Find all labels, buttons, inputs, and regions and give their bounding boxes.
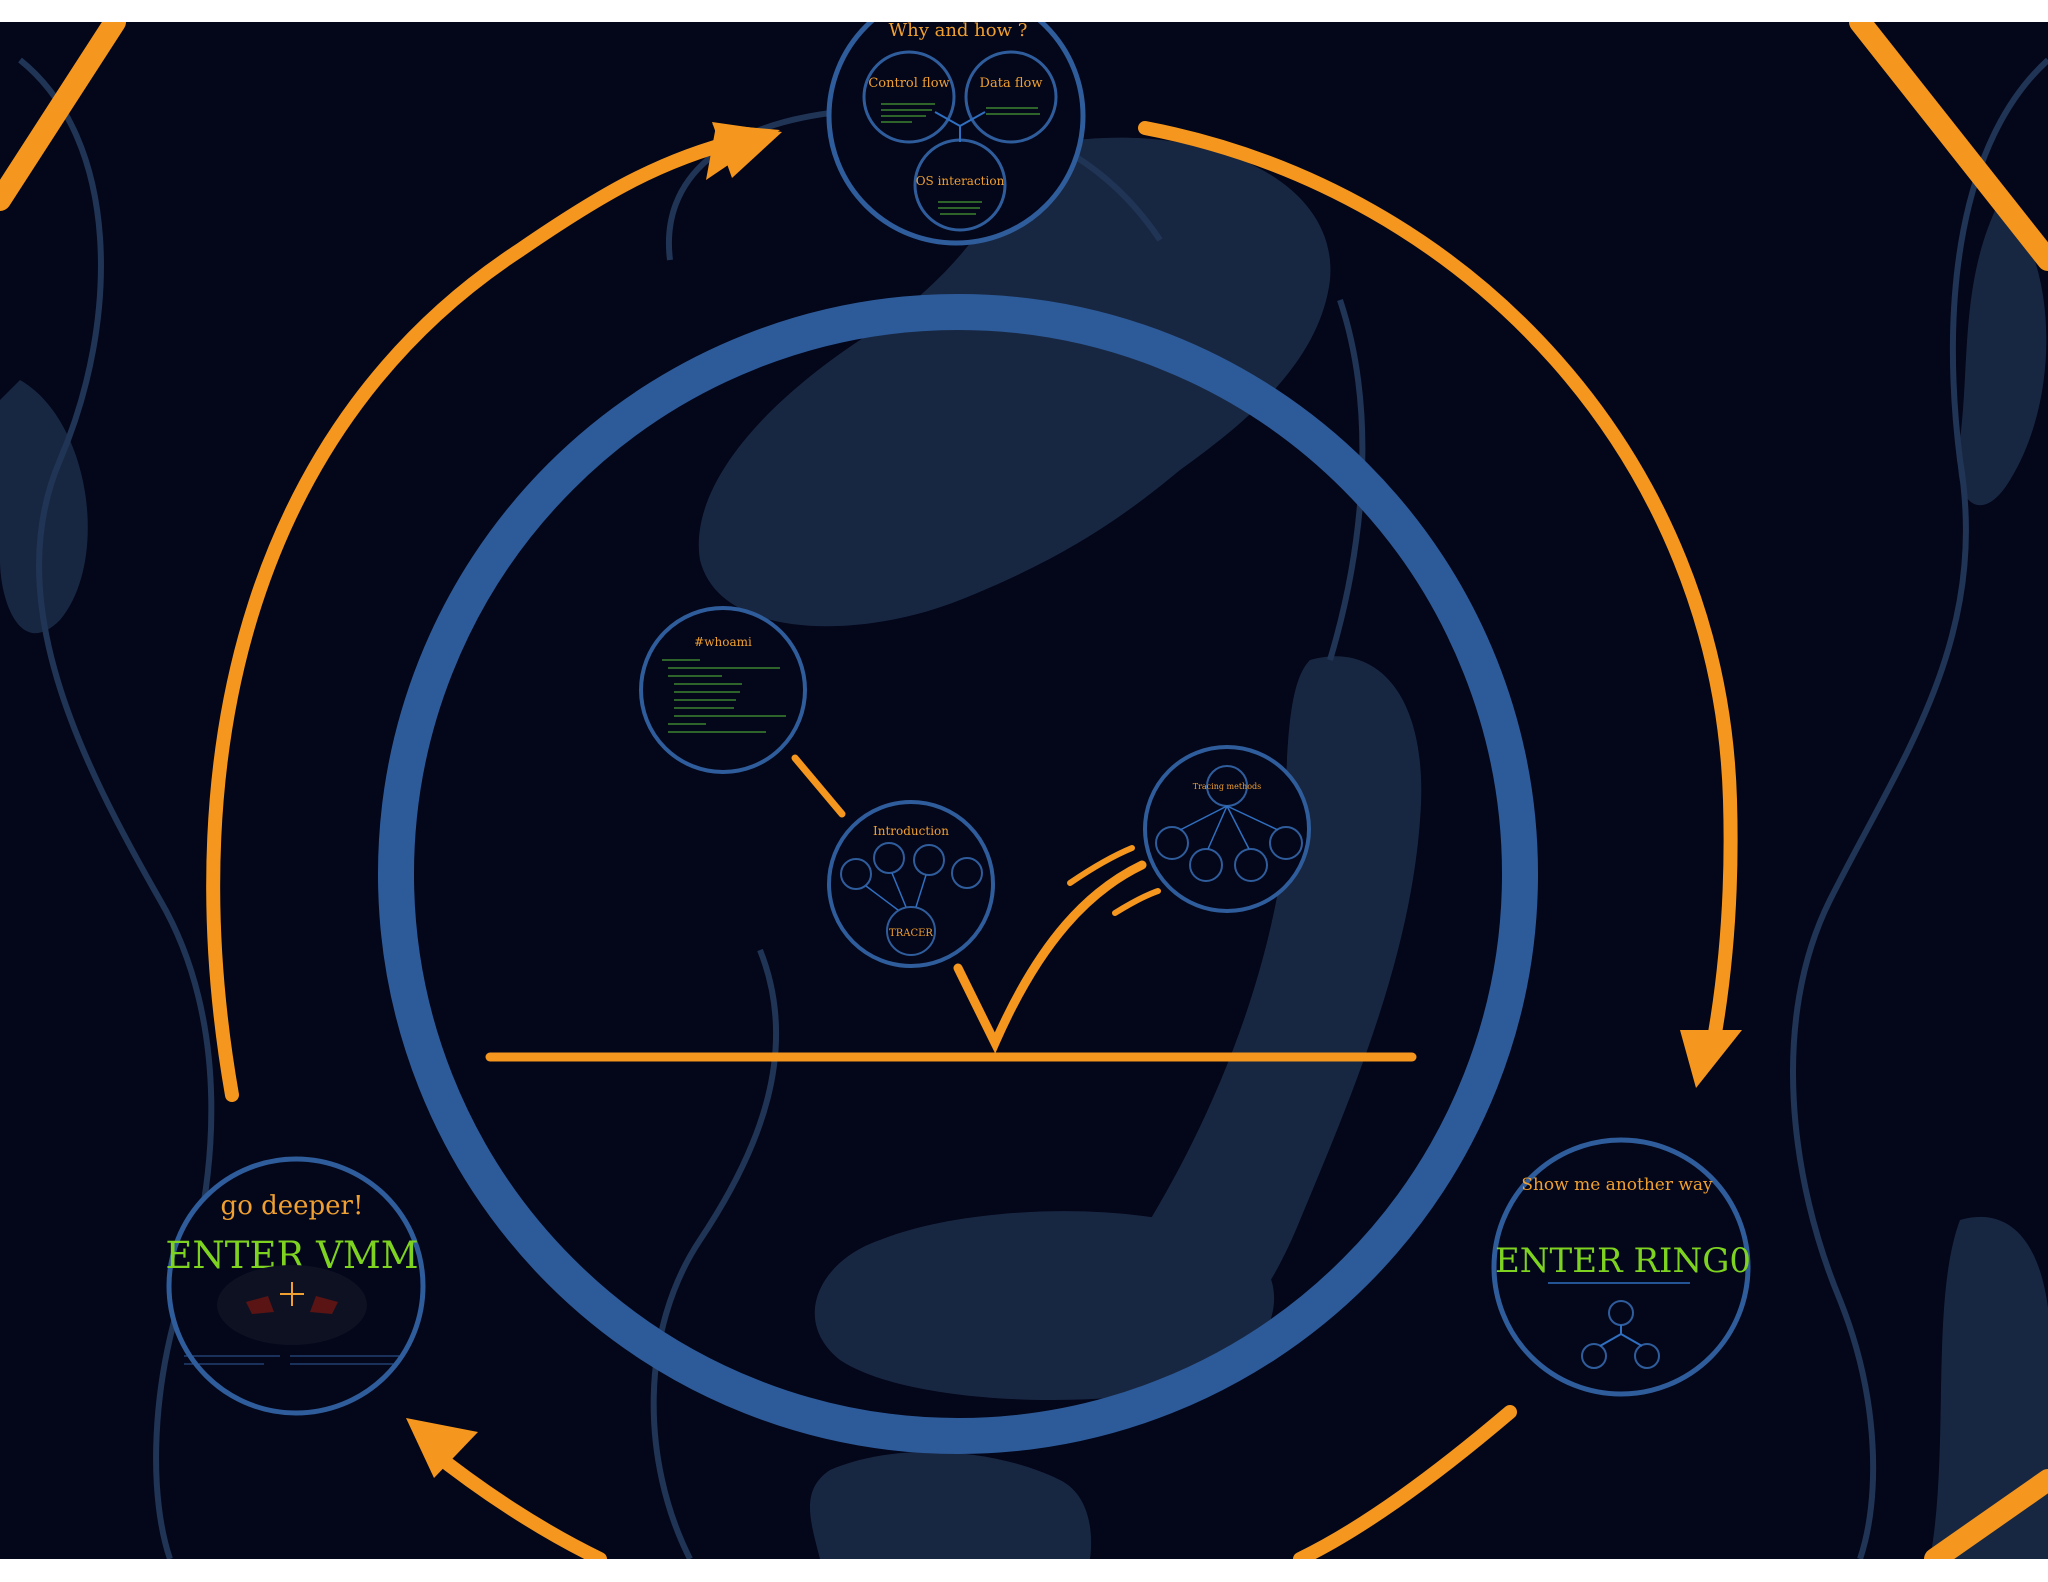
data-flow-title: Data flow: [980, 76, 1043, 91]
node-ring: [1491, 1137, 1751, 1397]
another-way-heading-text: Show me another way: [1521, 1175, 1713, 1195]
node-why-and-how[interactable]: Why and how ? Control flow Data flow OS …: [826, 0, 1086, 246]
check-stroke: [953, 860, 1147, 1054]
cycle-arrows: [0, 22, 2048, 1559]
enter-ring0-title: ENTER RING0: [1495, 1241, 1751, 1281]
background-silhouette: [0, 57, 2048, 1559]
control-flow-title: Control flow: [868, 76, 949, 91]
corner-stroke-bottom-right: [1924, 1469, 2048, 1559]
connector-whoami-intro: [791, 754, 846, 818]
vmm-caption-lines: [184, 1355, 402, 1365]
arrow-top-to-right: [1138, 121, 1738, 1057]
ring0-diagram: [1581, 1300, 1660, 1369]
node-ring: [827, 800, 995, 968]
checkmark-figure: [485, 754, 1417, 1062]
intro-subnodes: [840, 842, 983, 956]
node-ring: [1143, 745, 1311, 913]
subnode-data-flow[interactable]: [964, 50, 1058, 144]
arrow-left-to-top: [206, 133, 747, 1102]
control-flow-lines: [881, 103, 935, 123]
motion-line-1: [1067, 845, 1135, 886]
go-deeper-heading: go deeper!: [221, 1191, 364, 1221]
node-ring: [826, 22, 1086, 246]
whoami-lines: [662, 659, 786, 733]
introduction-title: Introduction: [873, 824, 949, 838]
arrowheads: [406, 122, 1742, 1478]
another-way-heading: Show me another way: [1521, 1175, 1713, 1195]
node-title: Why and how ?: [889, 20, 1028, 41]
corner-stroke-top-right: [1849, 22, 2048, 271]
vmm-logo-icon: [217, 1265, 367, 1345]
central-ring: [378, 294, 1538, 1454]
node-tracing-methods[interactable]: Tracing methods: [1143, 745, 1311, 913]
tracing-methods-title: Tracing methods: [1193, 782, 1262, 791]
tracer-label: TRACER: [889, 928, 933, 939]
node-introduction[interactable]: Introduction TRACER: [827, 800, 995, 968]
intro-connectors: [865, 872, 927, 911]
arrow-bottom-to-left: [423, 1443, 607, 1559]
tracing-connectors: [1179, 805, 1279, 850]
subnode-control-flow[interactable]: [862, 50, 956, 144]
top-node-connectors: [934, 111, 986, 142]
arrowhead-top: [712, 122, 782, 178]
os-interaction-title: OS interaction: [916, 174, 1005, 188]
arrowhead-right: [1680, 1030, 1742, 1088]
node-enter-vmm[interactable]: go deeper! ENTER VMM: [165, 1156, 426, 1416]
node-ring: [639, 606, 807, 774]
node-enter-ring0[interactable]: Show me another way ENTER RING0: [1491, 1137, 1751, 1397]
node-whoami[interactable]: #whoami: [639, 606, 807, 774]
os-interaction-lines: [938, 201, 982, 215]
data-flow-lines: [986, 107, 1040, 115]
arrowhead-bottom-left: [406, 1418, 478, 1478]
whoami-title: #whoami: [694, 635, 752, 649]
arrow-right-to-bottom: [1293, 1405, 1517, 1559]
corner-stroke-top-left: [0, 22, 126, 211]
motion-line-2: [1112, 888, 1161, 916]
